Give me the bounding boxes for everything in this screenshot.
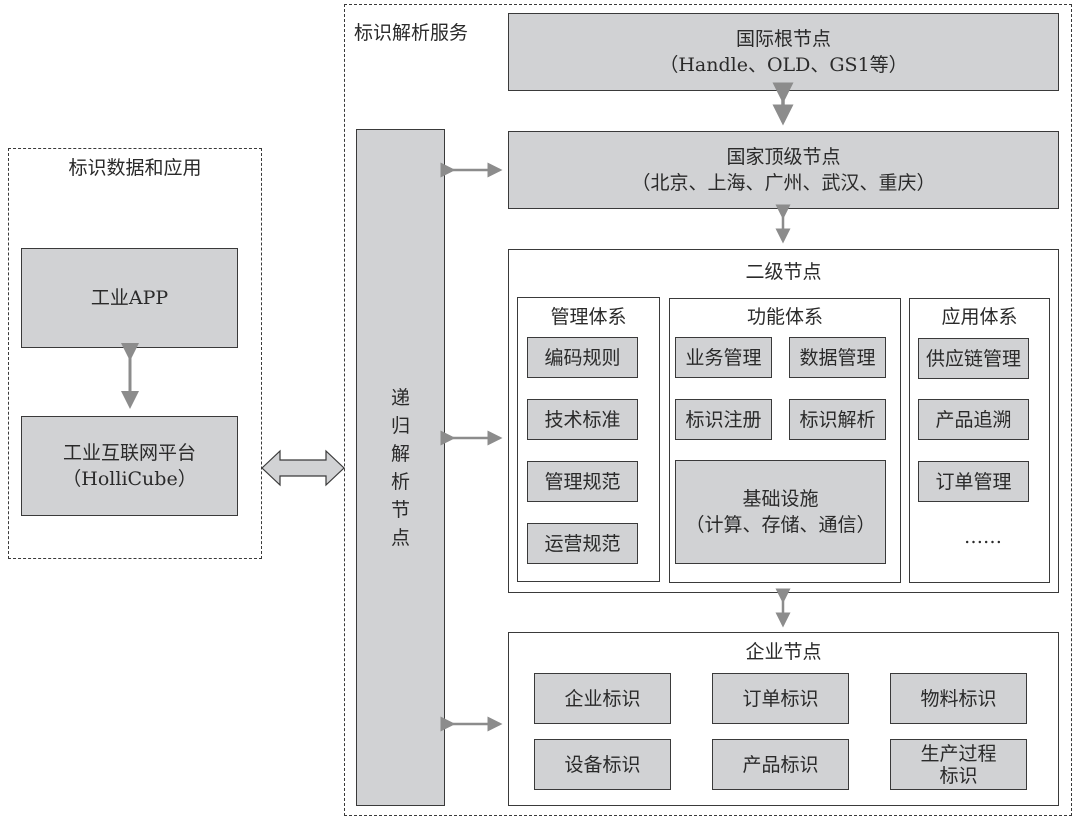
identity-data-apps-title: 标识数据和应用 [68,157,202,179]
application-item[interactable]: 供应链管理 [918,338,1029,379]
identity-data-apps-group [8,148,262,559]
management-item[interactable]: 技术标准 [527,399,638,440]
national-node-label: 国家顶级节点 [726,146,841,168]
function-item[interactable]: 标识解析 [789,399,886,440]
infrastructure-sublabel: （计算、存储、通信） [685,514,876,536]
enterprise-node-title: 企业节点 [745,641,822,663]
management-item-label: 技术标准 [544,408,621,431]
management-item[interactable]: 管理规范 [527,461,638,502]
industrial-internet-platform-box[interactable]: 工业互联网平台 （HolliCube） [21,416,238,516]
root-node-label: 国际根节点 [735,28,831,50]
infrastructure-box[interactable]: 基础设施 （计算、存储、通信） [675,460,886,564]
industrial-app-box[interactable]: 工业APP [21,248,238,348]
enterprise-item-label: 物料标识 [920,687,997,710]
identity-resolution-service-title: 标识解析服务 [354,22,469,44]
enterprise-item-label: 标识 [939,764,978,787]
application-item-label: 供应链管理 [925,347,1021,370]
management-item[interactable]: 运营规范 [527,523,638,564]
management-item-label: 管理规范 [544,470,621,493]
function-system-title: 功能体系 [746,306,823,328]
application-item-label: 订单管理 [935,470,1012,493]
secondary-node-title: 二级节点 [745,261,822,283]
identity-resolution-service-group [344,4,1072,816]
enterprise-item-label: 产品标识 [742,753,819,776]
enterprise-item-label: 设备标识 [564,753,641,776]
function-item[interactable]: 业务管理 [675,337,772,378]
recursive-char: 节 [390,498,410,521]
management-item-label: 运营规范 [544,532,621,555]
enterprise-item-label: 企业标识 [564,687,641,710]
enterprise-item-label: 生产过程 [920,742,997,765]
recursive-resolution-node[interactable]: 递 归 解 析 节 点 [356,129,445,806]
enterprise-item[interactable]: 生产过程 标识 [890,739,1027,790]
national-top-level-node[interactable]: 国家顶级节点 （北京、上海、广州、武汉、重庆） [508,131,1059,209]
enterprise-item[interactable]: 物料标识 [890,673,1027,724]
application-item[interactable]: 产品追溯 [918,399,1029,440]
enterprise-item[interactable]: 订单标识 [712,673,849,724]
recursive-char: 递 [390,386,410,409]
recursive-char: 点 [390,526,410,549]
root-node-sublabel: （Handle、OLD、GS1等） [659,54,908,76]
platform-sublabel: （HolliCube） [62,468,197,490]
function-item[interactable]: 数据管理 [789,337,886,378]
function-item-label: 数据管理 [799,346,876,369]
application-item[interactable]: 订单管理 [918,461,1029,502]
industrial-app-label: 工业APP [90,287,169,309]
management-item[interactable]: 编码规则 [527,337,638,378]
platform-label: 工业互联网平台 [62,442,196,464]
function-item[interactable]: 标识注册 [675,399,772,440]
function-item-label: 标识解析 [799,408,876,431]
function-item-label: 业务管理 [685,346,762,369]
national-node-sublabel: （北京、上海、广州、武汉、重庆） [631,172,936,194]
recursive-char: 析 [390,470,410,493]
enterprise-item-label: 订单标识 [742,687,819,710]
application-item-label: 产品追溯 [935,408,1012,431]
recursive-char: 归 [390,414,410,437]
enterprise-item[interactable]: 设备标识 [534,739,671,790]
enterprise-item[interactable]: 产品标识 [712,739,849,790]
infrastructure-label: 基础设施 [742,488,819,510]
management-system-title: 管理体系 [550,306,627,328]
recursive-char: 解 [390,442,410,465]
group-bidirectional-arrow [261,449,345,487]
function-item-label: 标识注册 [685,408,762,431]
application-more-ellipsis: …… [964,526,1002,548]
management-item-label: 编码规则 [544,346,621,369]
enterprise-item[interactable]: 企业标识 [534,673,671,724]
application-system-title: 应用体系 [941,306,1018,328]
